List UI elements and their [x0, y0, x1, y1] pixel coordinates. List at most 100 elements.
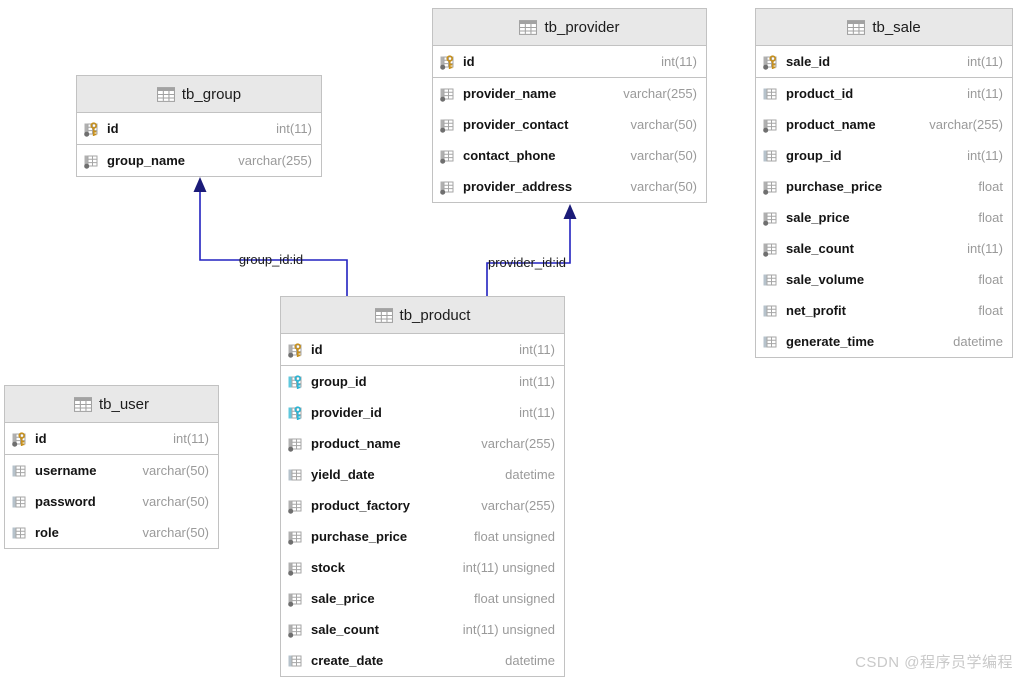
table-header-tb_provider[interactable]: tb_provider: [433, 9, 706, 46]
column-type: varchar(255): [481, 436, 555, 451]
column-type: int(11): [519, 374, 555, 389]
column-icon: [288, 469, 302, 480]
column-row-group_id[interactable]: group_id int(11): [281, 366, 564, 397]
column-name: stock: [311, 560, 345, 575]
column-type: float unsigned: [474, 591, 555, 606]
column-name: purchase_price: [786, 179, 883, 194]
column-type: float: [978, 210, 1003, 225]
relation-line[interactable]: [486, 216, 571, 296]
table-title: tb_user: [98, 395, 150, 413]
column-row-purchase_price[interactable]: purchase_price float: [756, 171, 1012, 202]
column-type: varchar(255): [623, 86, 697, 101]
column-name: provider_name: [463, 86, 557, 101]
column-type: varchar(50): [630, 117, 697, 132]
column-type: int(11): [519, 342, 555, 357]
column-name: generate_time: [786, 334, 875, 349]
column-name: password: [35, 494, 96, 509]
column-row-provider_name[interactable]: provider_name varchar(255): [433, 78, 706, 109]
column-notnull-icon: [288, 562, 302, 576]
table-header-tb_group[interactable]: tb_group: [77, 76, 321, 113]
column-name: role: [35, 525, 59, 540]
column-name: contact_phone: [463, 148, 556, 163]
table-icon: [374, 307, 393, 323]
relation-label: provider_id:id: [488, 255, 566, 270]
primary-key-icon: [440, 54, 454, 70]
table-header-tb_sale[interactable]: tb_sale: [756, 9, 1012, 46]
column-name: group_id: [311, 374, 367, 389]
column-notnull-icon: [288, 438, 302, 452]
column-notnull-icon: [288, 593, 302, 607]
relation-label: group_id:id: [239, 252, 303, 267]
table-title: tb_group: [181, 85, 242, 103]
column-type: varchar(50): [630, 179, 697, 194]
relation-provider_id-id[interactable]: provider_id:id: [486, 204, 577, 296]
column-name: product_id: [786, 86, 854, 101]
column-name: sale_id: [786, 54, 831, 69]
column-row-provider_contact[interactable]: provider_contact varchar(50): [433, 109, 706, 140]
column-name: id: [107, 121, 119, 136]
column-icon: [763, 88, 777, 99]
column-type: int(11): [967, 86, 1003, 101]
column-type: varchar(255): [481, 498, 555, 513]
table-header-tb_user[interactable]: tb_user: [5, 386, 218, 423]
column-name: create_date: [311, 653, 384, 668]
table-title: tb_sale: [872, 18, 921, 36]
column-name: provider_contact: [463, 117, 569, 132]
relation-arrowhead-icon: [193, 177, 207, 192]
table-title: tb_product: [399, 306, 471, 324]
table-header-tb_product[interactable]: tb_product: [281, 297, 564, 334]
column-name: yield_date: [311, 467, 375, 482]
column-type: int(11): [967, 241, 1003, 256]
primary-key-icon: [12, 431, 26, 447]
column-type: int(11): [661, 54, 697, 69]
relation-line[interactable]: [199, 189, 348, 296]
column-icon: [763, 274, 777, 285]
relation-group_id-id[interactable]: group_id:id: [193, 177, 348, 296]
column-row-yield_date[interactable]: yield_date datetime: [281, 459, 564, 490]
column-notnull-icon: [288, 500, 302, 514]
column-icon: [763, 150, 777, 161]
columns-section: provider_name varchar(255) provider_contac…: [433, 78, 706, 202]
column-row-product_id[interactable]: product_id int(11): [756, 78, 1012, 109]
column-type: datetime: [505, 467, 555, 482]
column-notnull-icon: [440, 150, 454, 164]
column-type: float: [978, 303, 1003, 318]
primary-key-icon: [84, 121, 98, 137]
column-type: float: [978, 179, 1003, 194]
